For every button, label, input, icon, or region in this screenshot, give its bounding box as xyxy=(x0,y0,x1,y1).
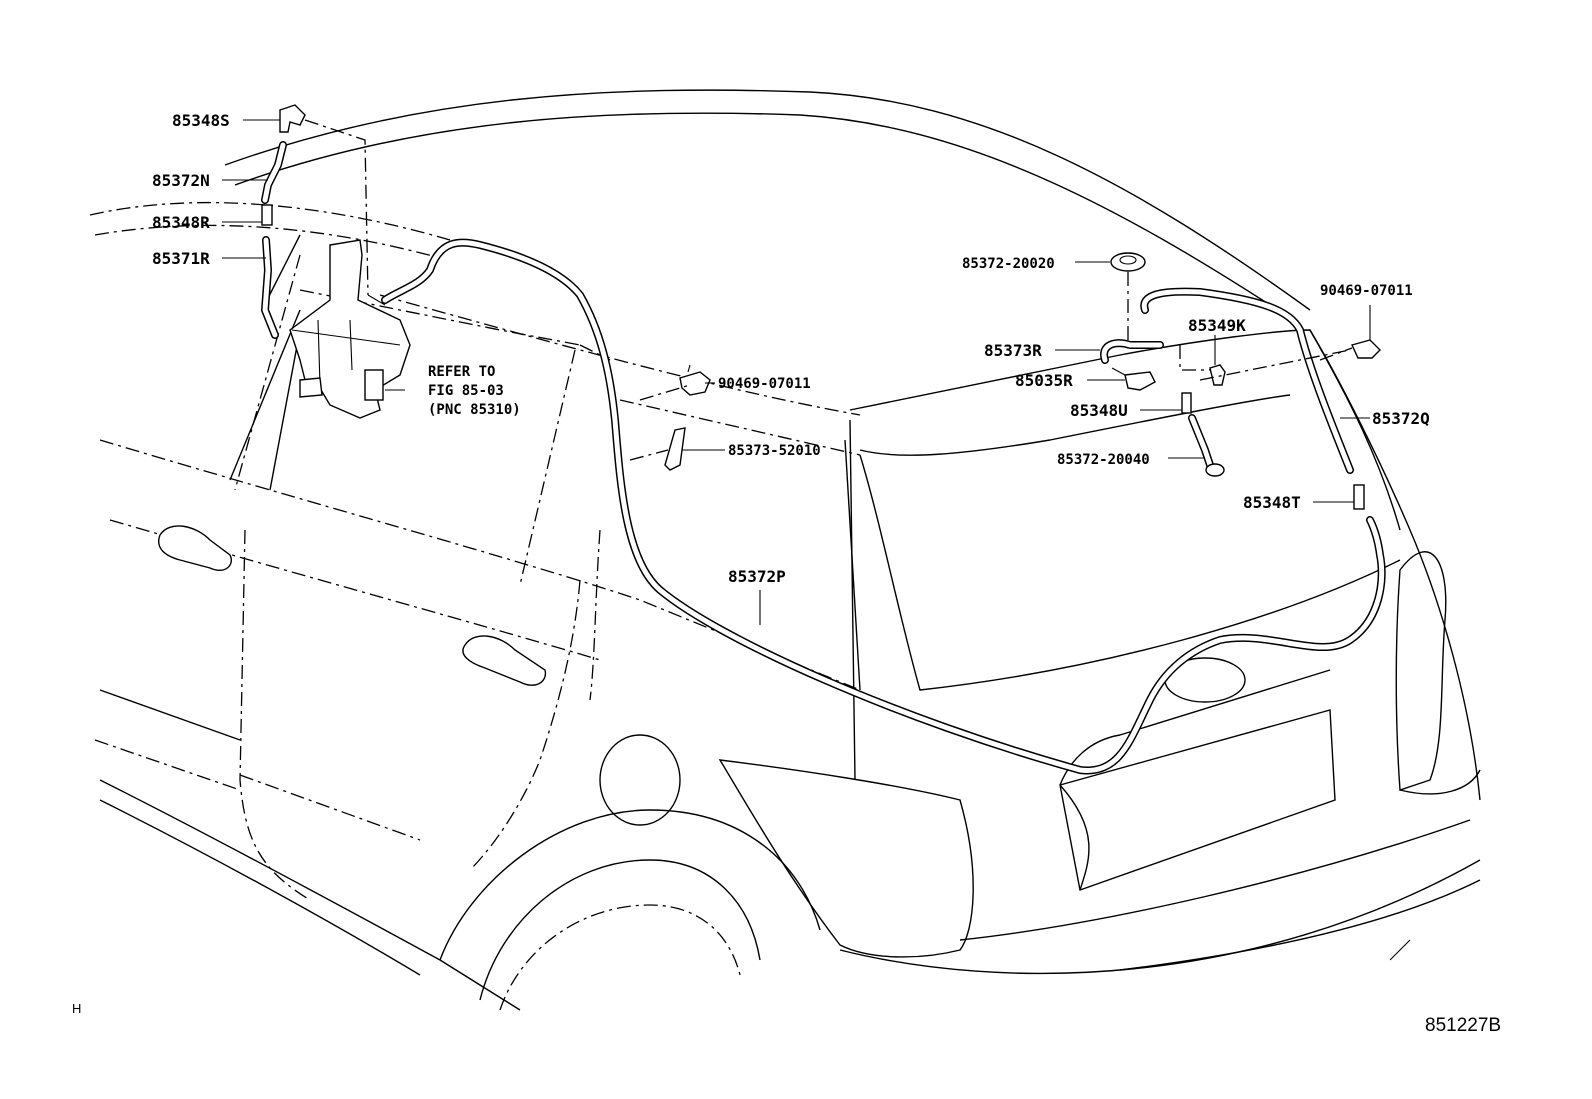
refer-line-2: FIG 85-03 xyxy=(428,383,504,399)
part-labels: 85348S 85372N 85348R 85371R REFER TO FIG… xyxy=(152,111,1430,586)
label-85372-20040: 85372-20040 xyxy=(1057,452,1150,468)
label-85372Q: 85372Q xyxy=(1372,409,1430,428)
right-washer-assembly xyxy=(1100,252,1381,510)
label-85372P: 85372P xyxy=(728,567,786,586)
label-85371R: 85371R xyxy=(152,249,210,268)
label-90469-07011-left: 90469-07011 xyxy=(718,376,811,392)
center-clips xyxy=(629,364,711,471)
figure-code: 851227B xyxy=(1425,1015,1501,1036)
label-85035R: 85035R xyxy=(1015,371,1073,390)
refer-line-3: (PNC 85310) xyxy=(428,402,521,418)
label-85373-52010: 85373-52010 xyxy=(728,443,821,459)
label-85348T: 85348T xyxy=(1243,493,1301,512)
label-85372N: 85372N xyxy=(152,171,210,190)
vehicle-body-outline xyxy=(89,89,1481,1011)
label-85348S: 85348S xyxy=(172,111,230,130)
label-85372-20020: 85372-20020 xyxy=(962,256,1055,272)
refer-line-1: REFER TO xyxy=(428,364,495,380)
label-85373R: 85373R xyxy=(984,341,1042,360)
leader-lines xyxy=(222,119,1371,625)
label-85349K: 85349K xyxy=(1188,316,1246,335)
left-washer-assembly xyxy=(261,104,411,419)
label-90469-07011-right: 90469-07011 xyxy=(1320,283,1413,299)
label-85348U: 85348U xyxy=(1070,401,1128,420)
hose-85372P xyxy=(381,238,1386,775)
label-85348R: 85348R xyxy=(152,213,210,232)
corner-mark: H xyxy=(72,1001,81,1016)
